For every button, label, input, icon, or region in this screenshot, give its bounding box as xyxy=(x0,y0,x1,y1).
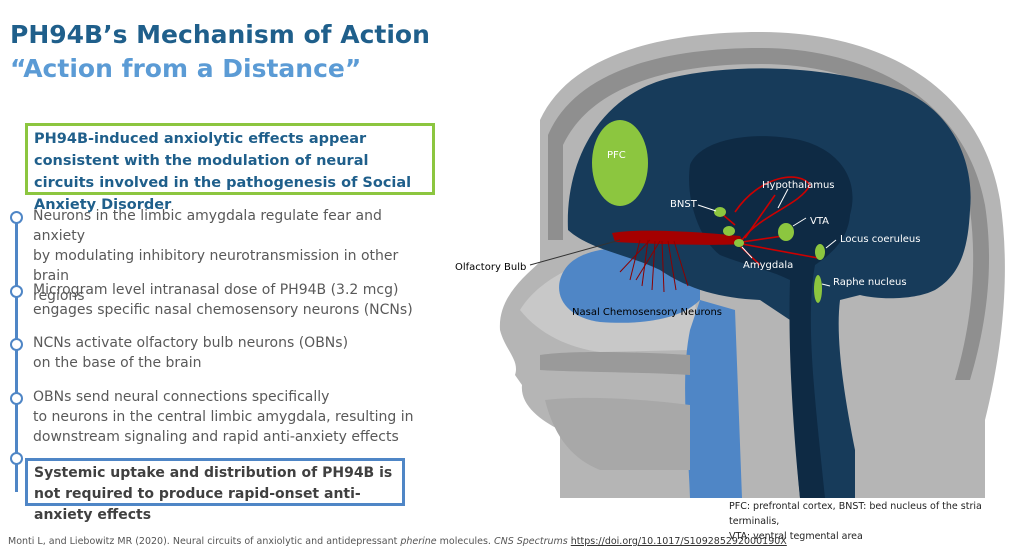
bnst-label: BNST xyxy=(670,199,698,210)
abbreviations-note: PFC: prefrontal cortex, BNST: bed nucleu… xyxy=(729,501,982,542)
bullet-item: NCNs activate olfactory bulb neurons (OB… xyxy=(33,335,349,371)
olfactory-pointer xyxy=(529,239,621,266)
nasal-chemosensory-label: Nasal Chemosensory Neurons xyxy=(572,307,722,318)
throat xyxy=(685,300,742,498)
raphe-nucleus-region xyxy=(814,275,822,303)
conclusion-box: Systemic uptake and distribution of PH94… xyxy=(25,458,405,523)
timeline-line xyxy=(15,216,18,492)
timeline-dot xyxy=(10,285,23,298)
vta-label: VTA xyxy=(810,216,829,227)
bnst-region xyxy=(714,207,726,217)
olfactory-bulb-label: Olfactory Bulb xyxy=(455,262,526,273)
raphe-nucleus-label: Raphe nucleus xyxy=(833,277,907,288)
nerve-fibers xyxy=(619,239,689,293)
olfactory-bulb xyxy=(612,230,745,245)
jaw xyxy=(540,351,690,375)
timeline-dot xyxy=(10,211,23,224)
bullet-item: Neurons in the limbic amygdala regulate … xyxy=(33,208,399,304)
label-pointers xyxy=(697,188,837,287)
doi-link[interactable]: https://doi.org/10.1017/S109285292000190… xyxy=(570,536,787,547)
page-subtitle: “Action from a Distance” xyxy=(10,54,362,83)
page-title: PH94B’s Mechanism of Action xyxy=(10,20,430,49)
journal-name: CNS Spectrums xyxy=(493,536,568,547)
locus-coeruleus-region xyxy=(815,244,825,260)
hypothalamus-region xyxy=(723,226,735,236)
summary-callout: PH94B-induced anxiolytic effects appear … xyxy=(25,123,435,213)
citation-text-2: molecules. xyxy=(436,536,494,547)
bullet-item: OBNs send neural connections specificall… xyxy=(33,389,414,445)
timeline-dot xyxy=(10,392,23,405)
chin xyxy=(545,397,690,470)
amygdala-label: Amygdala xyxy=(743,260,793,271)
locus-coeruleus-label: Locus coeruleus xyxy=(840,234,920,245)
hypothalamus-label: Hypothalamus xyxy=(762,180,835,191)
circuit-arrows xyxy=(721,176,819,266)
pfc-region xyxy=(592,120,648,206)
citation: Monti L, and Liebowitz MR (2020). Neural… xyxy=(8,536,787,547)
bullet-item: Microgram level intranasal dose of PH94B… xyxy=(33,282,413,318)
citation-text: Monti L, and Liebowitz MR (2020). Neural… xyxy=(8,536,401,547)
amygdala-region xyxy=(734,239,744,247)
timeline-dot xyxy=(10,338,23,351)
citation-italic: pherine xyxy=(400,536,437,547)
brain-diagram: PFC BNST Hypothalamus VTA Locus coeruleu… xyxy=(455,32,1005,499)
pfc-label: PFC xyxy=(607,150,626,161)
brain xyxy=(567,68,971,499)
timeline-dot xyxy=(10,452,23,465)
vta-region xyxy=(778,223,794,241)
